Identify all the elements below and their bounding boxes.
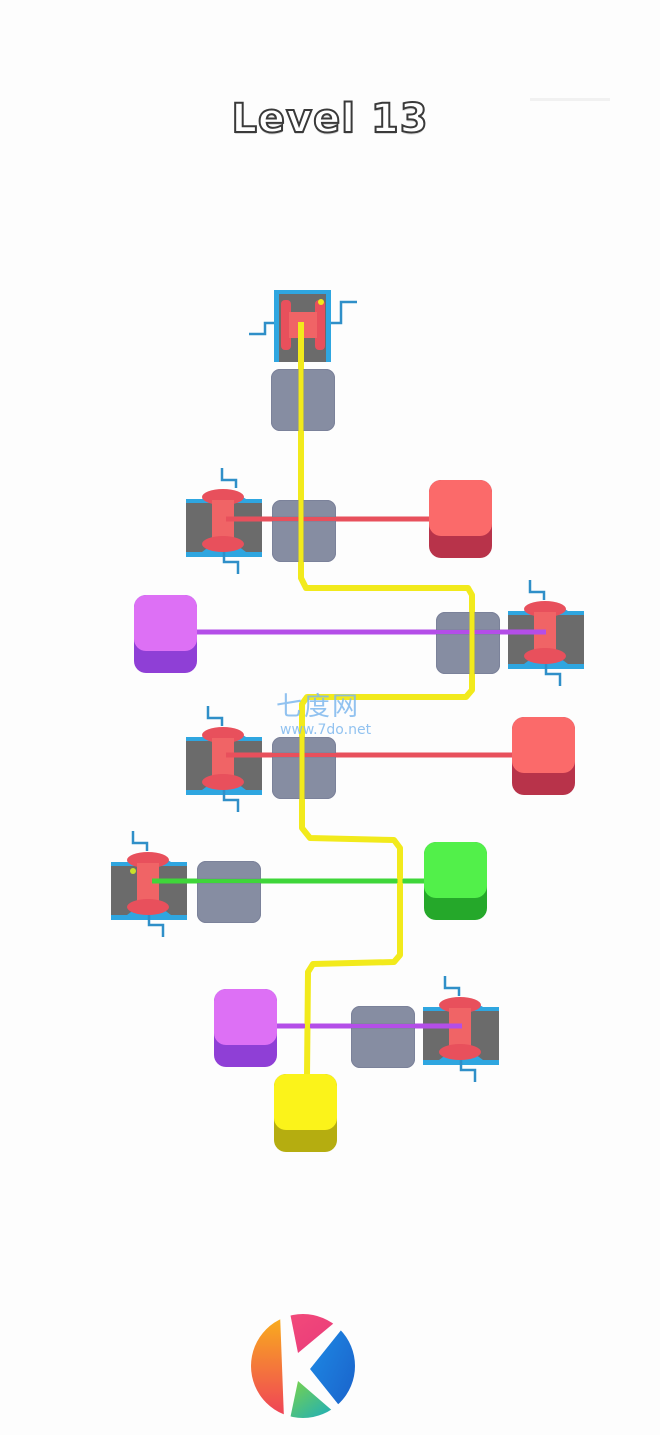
winch-red-1[interactable] [186, 466, 264, 576]
winch-icon [508, 580, 584, 686]
winch-icon [186, 468, 262, 574]
gray-block[interactable] [351, 1006, 415, 1068]
gray-block[interactable] [272, 500, 336, 562]
winch-top-yellow[interactable] [245, 290, 360, 365]
color-block-yellow[interactable] [274, 1074, 337, 1152]
color-block-green[interactable] [424, 842, 487, 920]
winch-icon [423, 976, 499, 1082]
gray-block[interactable] [197, 861, 261, 923]
winch-purple-2[interactable] [423, 974, 501, 1084]
gray-block[interactable] [272, 737, 336, 799]
color-block-red[interactable] [512, 717, 575, 795]
gray-block[interactable] [436, 612, 500, 674]
watermark: 七度网 www.7do.net [276, 692, 371, 738]
watermark-url: www.7do.net [280, 722, 372, 738]
color-block-purple[interactable] [134, 595, 197, 673]
winch-purple-1[interactable] [508, 578, 586, 688]
winch-icon [111, 831, 187, 937]
top-right-indicator [530, 98, 610, 101]
watermark-chinese: 七度网 [276, 692, 361, 722]
winch-green[interactable] [111, 829, 189, 939]
color-block-red[interactable] [429, 480, 492, 558]
level-title: Level 13 [230, 95, 429, 143]
winch-icon [186, 706, 262, 812]
color-block-purple[interactable] [214, 989, 277, 1067]
winch-red-2[interactable] [186, 704, 264, 814]
winch-icon [249, 290, 357, 362]
gray-block[interactable] [271, 369, 335, 431]
k-circle-logo-icon[interactable] [250, 1313, 356, 1419]
